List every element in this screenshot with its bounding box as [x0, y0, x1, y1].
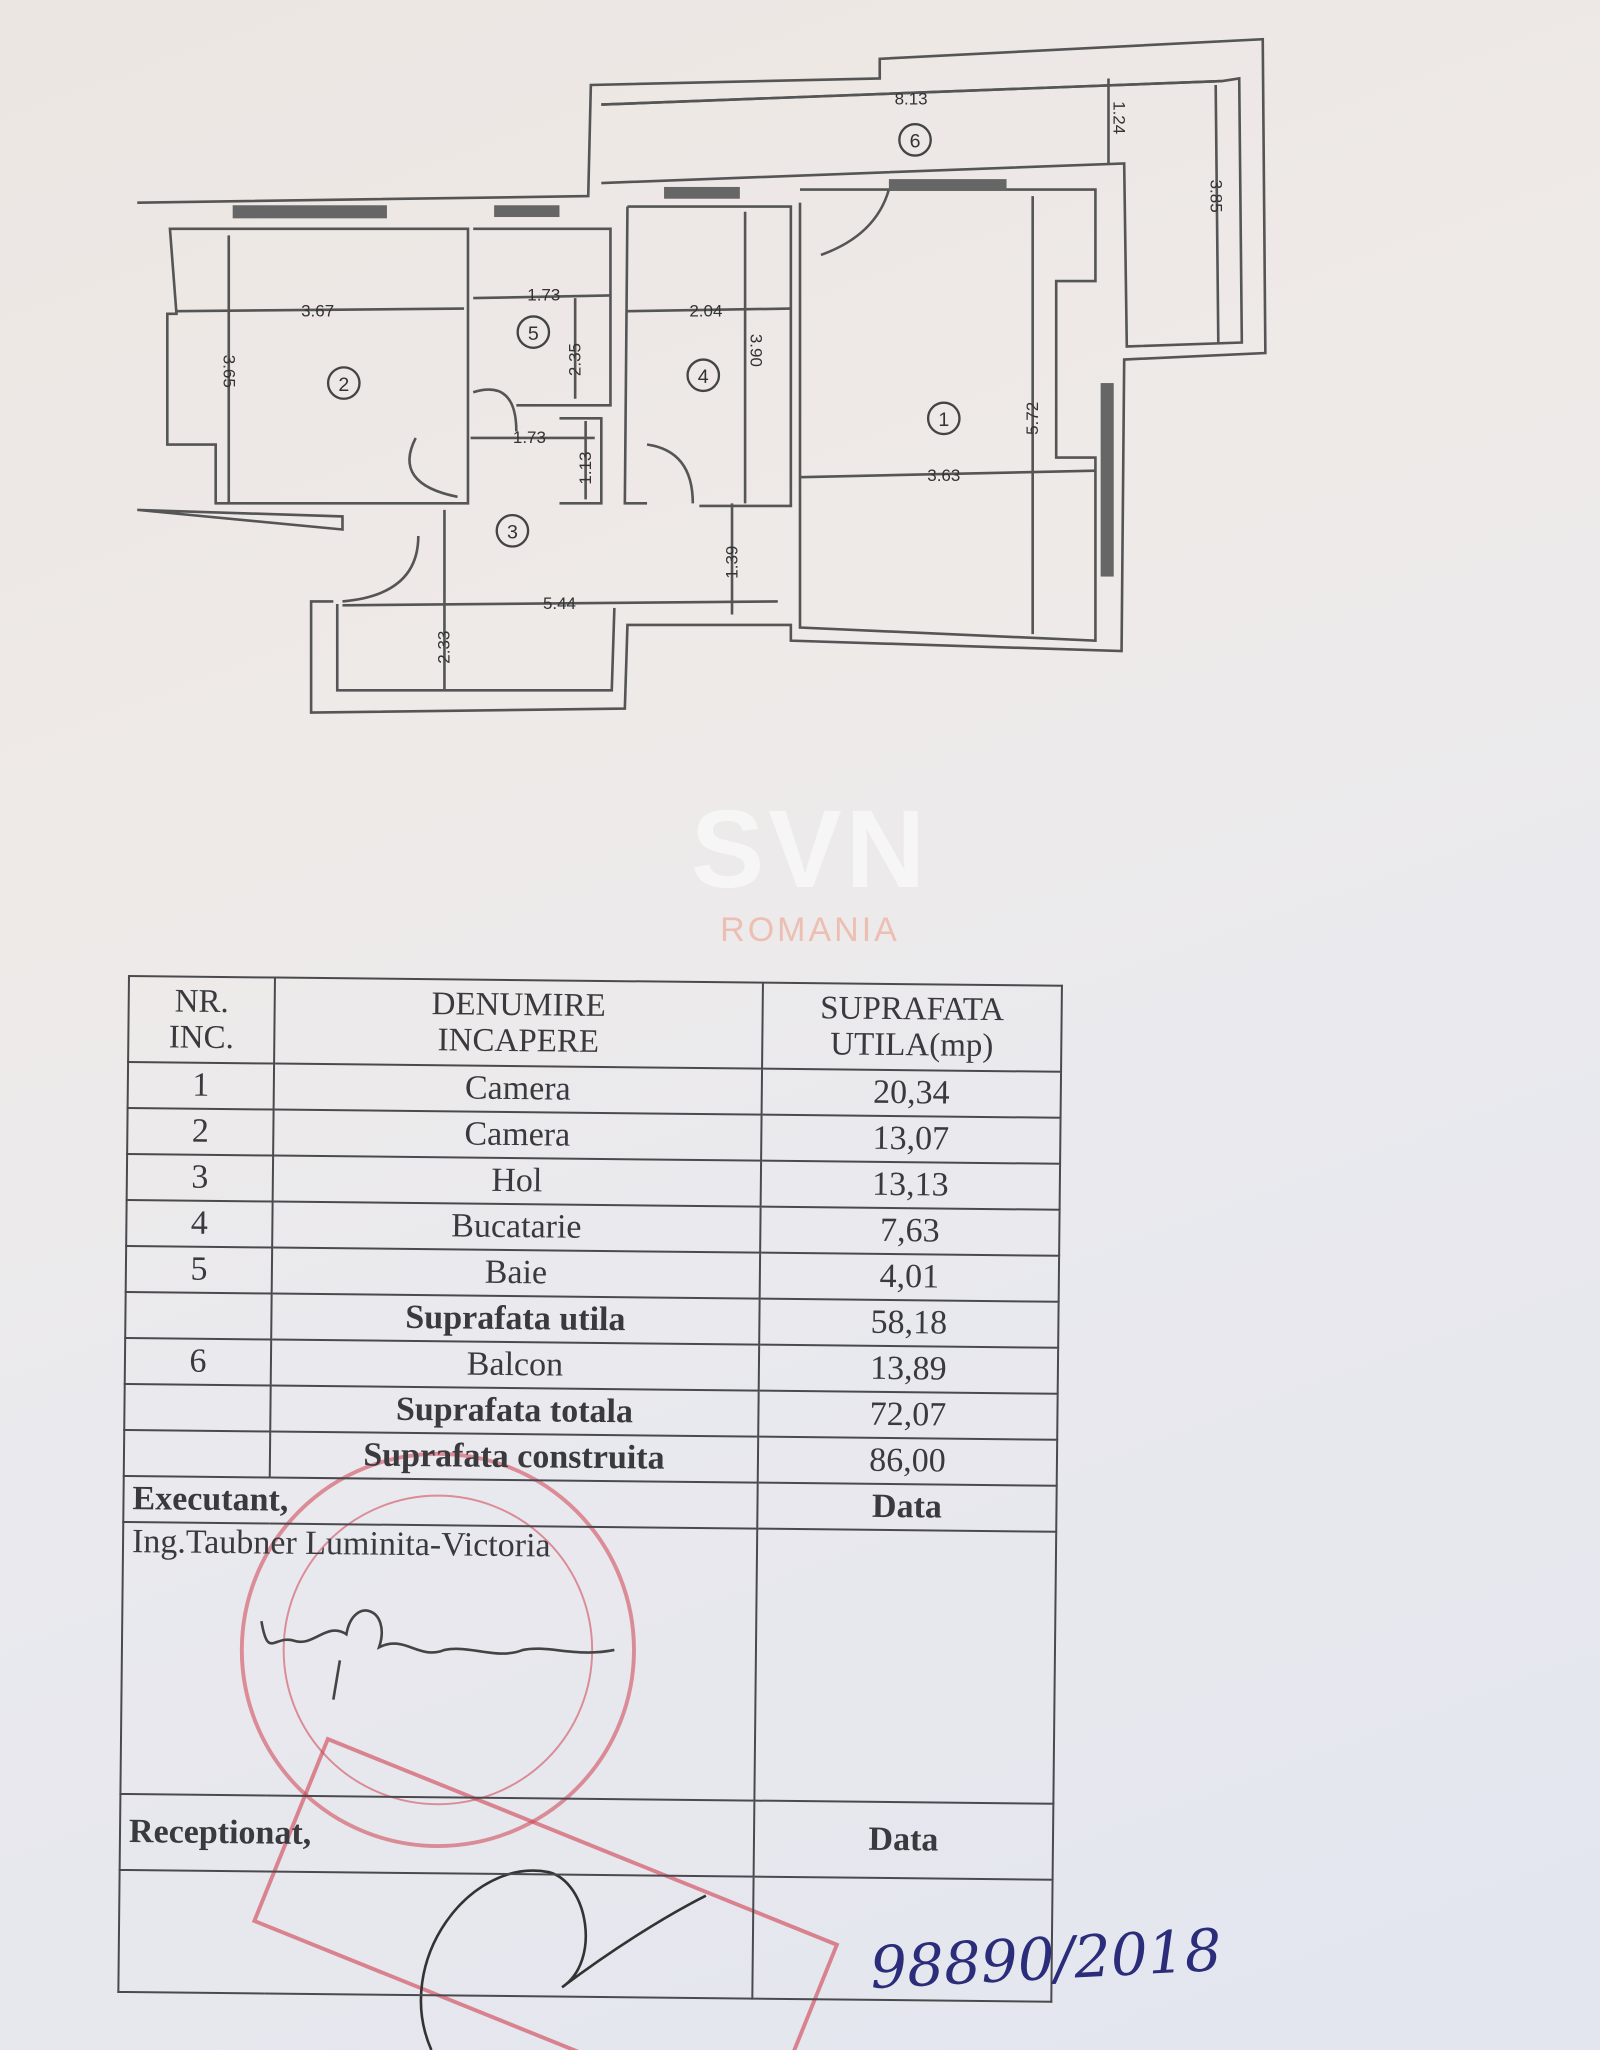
- dim-label: 2.33: [435, 631, 454, 664]
- dim-label: 3.63: [927, 466, 960, 485]
- dim-label: 1.73: [513, 428, 546, 447]
- row-nr: 2: [127, 1108, 274, 1156]
- data-label: Data: [757, 1482, 1057, 1532]
- row-name: Suprafata utila: [271, 1293, 760, 1345]
- room-number-3: 3: [507, 522, 518, 544]
- dim-label: 5.44: [543, 594, 576, 613]
- header-name-line2: INCAPERE: [437, 1022, 600, 1060]
- header-area-line2: UTILA(mp): [830, 1026, 994, 1065]
- row-area: 86,00: [757, 1436, 1058, 1486]
- row-name: Suprafata totala: [270, 1385, 759, 1437]
- dim-label: 8.13: [895, 90, 928, 109]
- door-arc: [820, 189, 891, 257]
- header-name-line1: DENUMIRE: [431, 985, 606, 1024]
- dim-label: 5.72: [1023, 402, 1042, 435]
- row-name: Hol: [272, 1155, 762, 1207]
- door-arc: [342, 536, 420, 603]
- row-area: 20,34: [761, 1068, 1062, 1118]
- dim-label: 3.85: [1206, 180, 1225, 213]
- dim-label: 3.90: [746, 334, 765, 367]
- room1-wall: [798, 188, 1097, 642]
- room4-wall: [623, 205, 793, 508]
- row-area: 13,07: [761, 1114, 1061, 1164]
- round-stamp: [239, 1451, 636, 1849]
- room-number-5: 5: [528, 323, 539, 345]
- door-arc: [408, 437, 458, 499]
- row-area: 13,89: [758, 1344, 1059, 1394]
- row-nr: [125, 1291, 272, 1340]
- room5-wall: [473, 227, 612, 407]
- row-area: 58,18: [759, 1298, 1059, 1348]
- hall-wall: [335, 604, 616, 692]
- dim-label: 1.73: [527, 286, 560, 305]
- row-area: 72,07: [758, 1390, 1058, 1440]
- executant-name: Ing.Taubner Luminita-Victoria: [120, 1521, 758, 1801]
- row-name: Balcon: [270, 1339, 760, 1391]
- dim-label: 3.67: [301, 301, 334, 320]
- dim-label: 1.13: [576, 452, 595, 485]
- outer-wall: [137, 37, 1267, 714]
- executant-signature-row: Ing.Taubner Luminita-Victoria: [120, 1521, 1057, 1804]
- row-nr: 5: [125, 1245, 273, 1294]
- dim-label: 2.35: [565, 343, 584, 376]
- executant-date-cell: [754, 1528, 1057, 1804]
- row-name: Suprafata construita: [269, 1431, 759, 1483]
- row-name: Baie: [271, 1247, 761, 1299]
- dim-label: 1.39: [722, 546, 741, 579]
- row-nr: 3: [126, 1154, 274, 1202]
- header-nr: NR.INC.: [128, 976, 275, 1064]
- door-arc: [646, 443, 695, 504]
- room2-wall: [166, 227, 470, 505]
- header-area-line1: SUPRAFATA: [820, 989, 1005, 1028]
- windows: [232, 179, 1114, 577]
- row-name: Camera: [273, 1109, 762, 1161]
- door-arc: [472, 388, 518, 432]
- signature-receptionat: [419, 1869, 707, 2050]
- row-area: 13,13: [760, 1160, 1061, 1210]
- room-number-2: 2: [338, 374, 349, 396]
- rectangular-stamp: [251, 1736, 840, 2050]
- dim-label: 1.24: [1110, 101, 1129, 134]
- room-number-1: 1: [938, 409, 949, 431]
- row-area: 4,01: [759, 1252, 1060, 1302]
- row-nr: [124, 1383, 271, 1432]
- hall-partition: [559, 417, 603, 505]
- dim-label: 2.04: [689, 301, 722, 320]
- receptionat-label: Receptionat,: [119, 1793, 755, 1877]
- header-nr-line2: INC.: [168, 1019, 235, 1057]
- dim-label: 3.65: [220, 355, 239, 388]
- row-nr: 4: [126, 1199, 273, 1248]
- executant-label: Executant,: [123, 1475, 758, 1529]
- receptionat-signature-cell: [118, 1869, 754, 1999]
- row-name: Bucatarie: [272, 1201, 761, 1253]
- row-name: Camera: [273, 1063, 763, 1115]
- room-number-4: 4: [698, 366, 709, 388]
- header-nr-line1: NR.: [174, 983, 229, 1020]
- signature-executant: [260, 1609, 615, 1700]
- data-label-2: Data: [753, 1800, 1054, 1880]
- receptionat-row: Receptionat, Data: [119, 1793, 1054, 1880]
- row-area: 7,63: [760, 1206, 1060, 1256]
- row-nr: [123, 1429, 271, 1478]
- row-nr: 1: [127, 1062, 275, 1110]
- row-nr: 6: [124, 1337, 272, 1386]
- room-number-6: 6: [910, 131, 921, 153]
